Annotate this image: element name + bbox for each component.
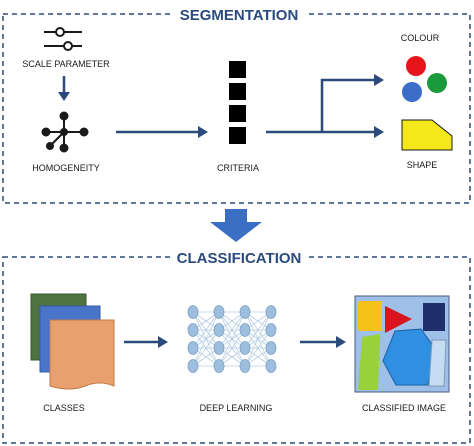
- classes-to-deep-learning-arrow: [124, 336, 168, 348]
- nn-connection: [192, 311, 220, 349]
- nn-node: [213, 359, 225, 373]
- classification-title-bg: [172, 248, 306, 268]
- shape-label: SHAPE: [407, 160, 438, 170]
- nn-connection: [192, 329, 220, 367]
- nn-node: [187, 359, 199, 373]
- criteria-label: CRITERIA: [217, 163, 259, 173]
- segmentation-title-bg: [172, 5, 306, 25]
- scale-to-homogeneity-arrow: [58, 76, 70, 101]
- classes-label: CLASSES: [43, 403, 85, 413]
- nn-connection: [218, 311, 246, 367]
- segmentation-frame: [2, 13, 471, 204]
- nn-node: [239, 323, 251, 337]
- circles-icon: [402, 56, 447, 102]
- nn-connection: [244, 311, 272, 367]
- class-layers-icon: [30, 293, 115, 390]
- colour-label: COLOUR: [401, 33, 440, 43]
- nn-node: [265, 305, 277, 319]
- criteria-to-colour-shape-arrow: [266, 74, 384, 138]
- segmentation-to-classification-arrow: [210, 209, 262, 242]
- nn-node: [265, 341, 277, 355]
- graph-icon: [41, 111, 89, 153]
- homogeneity-label: HOMOGENEITY: [32, 163, 100, 173]
- deep-learning-label: DEEP LEARNING: [200, 403, 273, 413]
- nn-connection: [244, 329, 272, 367]
- nn-connection: [192, 311, 220, 367]
- nn-node: [213, 341, 225, 355]
- nn-node: [187, 341, 199, 355]
- slider-icon: [44, 27, 82, 51]
- deep-learning-to-classified-arrow: [300, 336, 346, 348]
- neural-network-icon: [187, 305, 277, 373]
- nn-node: [265, 359, 277, 373]
- nn-node: [213, 323, 225, 337]
- scale-parameter-label: SCALE PARAMETER: [22, 59, 110, 69]
- nn-node: [265, 323, 277, 337]
- nn-node: [239, 305, 251, 319]
- classified-image-label: CLASSIFIED IMAGE: [362, 403, 446, 413]
- classified-image-icon: [354, 295, 450, 393]
- nn-node: [213, 305, 225, 319]
- nn-node: [239, 359, 251, 373]
- segmentation-title: SEGMENTATION: [180, 7, 299, 24]
- homogeneity-to-criteria-arrow: [116, 126, 208, 138]
- nn-connection: [244, 311, 272, 349]
- criteria-stack-icon: [229, 61, 246, 144]
- classification-title: CLASSIFICATION: [177, 250, 302, 267]
- classification-frame: [2, 256, 471, 444]
- nn-node: [187, 305, 199, 319]
- nn-node: [239, 341, 251, 355]
- nn-connection: [218, 329, 246, 367]
- nn-connection: [218, 311, 246, 349]
- nn-node: [187, 323, 199, 337]
- polygon-icon: [401, 119, 453, 151]
